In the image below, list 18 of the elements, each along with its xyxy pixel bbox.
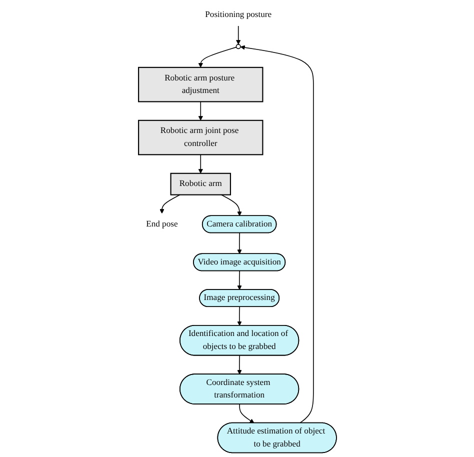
node-box: Robotic arm (170, 172, 231, 196)
arrow (198, 101, 203, 121)
arrow (237, 306, 242, 326)
arrow (198, 46, 237, 68)
arrow (237, 270, 242, 290)
arrow (160, 194, 180, 214)
node-box: Robotic arm joint pose controller (138, 120, 264, 156)
node-circle (236, 44, 241, 50)
arrow (240, 45, 314, 424)
arrow (220, 194, 242, 216)
node-text: Positioning posture (205, 10, 272, 20)
arrow (236, 25, 241, 45)
node-text: End pose (146, 219, 178, 228)
arrow (198, 154, 203, 174)
arrow (237, 232, 242, 254)
arrow (239, 404, 254, 424)
arrow (237, 355, 242, 375)
node-box: Robotic arm posture adjustment (138, 66, 264, 102)
